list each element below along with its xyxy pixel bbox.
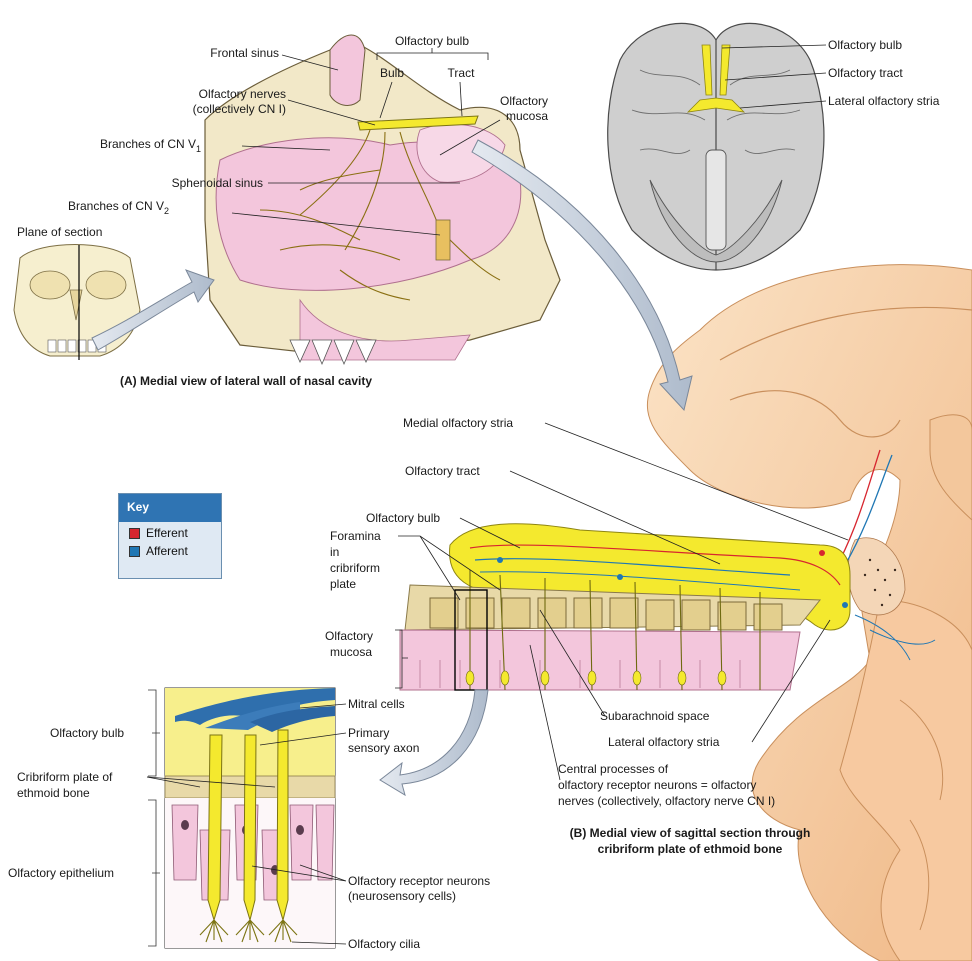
key-title: Key (119, 494, 221, 522)
label-b-olfactory-bulb: Olfactory bulb (366, 511, 440, 525)
label-foramina-cribriform: cribriform (330, 561, 380, 575)
label-receptor-neurons-2: (neurosensory cells) (348, 889, 456, 903)
label-plane-of-section: Plane of section (17, 225, 102, 239)
label-inset-olfactory-tract: Olfactory tract (828, 66, 903, 80)
label-foramina-plate: plate (330, 577, 356, 591)
caption-panel-b-2: cribriform plate of ethmoid bone (598, 842, 783, 856)
label-primary-sensory-axon: Primary (348, 726, 389, 740)
caption-panel-a: (A) Medial view of lateral wall of nasal… (120, 374, 372, 388)
label-olfactory-bulb-group: Olfactory bulb (395, 34, 469, 48)
nasal-cavity-illustration (205, 35, 560, 364)
skull-inset-illustration (14, 245, 140, 361)
label-olfactory-mucosa-a-2: mucosa (506, 109, 548, 123)
label-branches-v1: Branches of CN V1 (100, 137, 201, 154)
label-subarachnoid-space: Subarachnoid space (600, 709, 710, 723)
label-central-processes-3: nerves (collectively, olfactory nerve CN… (558, 794, 775, 808)
label-olfactory-nerves: Olfactory nerves (199, 87, 286, 101)
label-foramina: Foramina (330, 529, 381, 543)
label-b-olfactory-mucosa-2: mucosa (330, 645, 372, 659)
label-bulb: Bulb (380, 66, 404, 80)
label-cribriform-plate-2: ethmoid bone (17, 786, 90, 800)
epithelium-detail-illustration (148, 688, 335, 948)
label-medial-stria: Medial olfactory stria (403, 416, 513, 430)
label-sphenoidal-sinus: Sphenoidal sinus (172, 176, 263, 190)
label-b-lateral-stria: Lateral olfactory stria (608, 735, 720, 749)
caption-panel-b: (B) Medial view of sagittal section thro… (570, 826, 811, 840)
key-legend: Key Efferent Afferent (118, 493, 222, 579)
label-b-olfactory-mucosa: Olfactory (325, 629, 373, 643)
efferent-swatch (129, 528, 140, 539)
label-branches-v2: Branches of CN V2 (68, 199, 169, 216)
label-olfactory-cilia: Olfactory cilia (348, 937, 420, 951)
label-mitral-cells: Mitral cells (348, 697, 405, 711)
label-frontal-sinus: Frontal sinus (210, 46, 279, 60)
label-inset-olfactory-bulb: Olfactory bulb (828, 38, 902, 52)
label-receptor-neurons: Olfactory receptor neurons (348, 874, 490, 888)
label-olfactory-nerves-cn1: (collectively CN I) (193, 102, 286, 116)
label-tract: Tract (448, 66, 476, 80)
label-central-processes: Central processes of (558, 762, 669, 776)
label-primary-sensory-axon-2: sensory axon (348, 741, 419, 755)
key-label-efferent: Efferent (146, 526, 188, 540)
key-item-efferent: Efferent (129, 526, 221, 540)
afferent-swatch (129, 546, 140, 557)
label-cribriform-plate: Cribriform plate of (17, 770, 113, 784)
key-item-afferent: Afferent (129, 544, 221, 558)
label-foramina-in: in (330, 545, 339, 559)
label-b-olfactory-tract: Olfactory tract (405, 464, 480, 478)
brain-inferior-view-illustration (608, 23, 824, 270)
key-label-afferent: Afferent (146, 544, 188, 558)
label-central-processes-2: olfactory receptor neurons = olfactory (558, 778, 756, 792)
label-inset-lateral-stria: Lateral olfactory stria (828, 94, 940, 108)
label-olfactory-epithelium: Olfactory epithelium (8, 866, 114, 880)
label-olfactory-mucosa-a: Olfactory (500, 94, 548, 108)
label-c-olfactory-bulb: Olfactory bulb (50, 726, 124, 740)
labels-brain-inset: Olfactory bulb Olfactory tract Lateral o… (828, 38, 940, 108)
